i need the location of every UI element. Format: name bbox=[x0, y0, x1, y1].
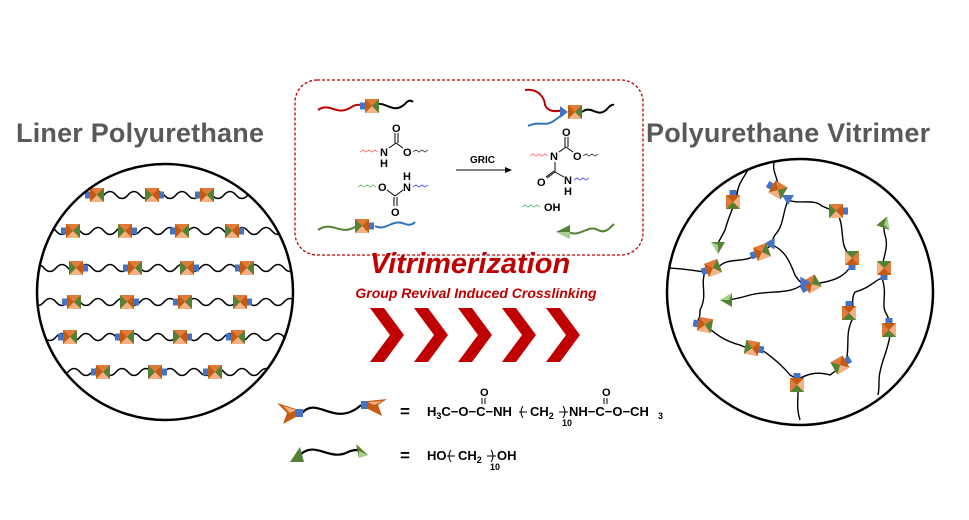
atom-h: H bbox=[380, 158, 388, 170]
subscript-2: 2 bbox=[549, 411, 554, 421]
urethane-unit bbox=[58, 330, 77, 344]
network-nodes bbox=[691, 177, 896, 392]
equals-sign-2: = bbox=[400, 446, 410, 465]
urethane-unit bbox=[180, 261, 199, 275]
vitrimer-network-circle bbox=[665, 157, 935, 427]
urethane-unit bbox=[69, 261, 88, 275]
chevron-3 bbox=[458, 308, 492, 362]
polymer-chain bbox=[37, 190, 293, 200]
urethane-unit bbox=[233, 295, 252, 309]
reactant-chain-top bbox=[317, 99, 414, 113]
subscript-2: 2 bbox=[477, 455, 482, 465]
atom-o-carbonyl: O bbox=[391, 207, 400, 219]
urethane-unit bbox=[62, 295, 81, 309]
urethane-unit bbox=[148, 365, 167, 379]
urethane-unit bbox=[118, 224, 137, 238]
svg-text:CH2: CH2 bbox=[530, 404, 554, 421]
urethane-unit bbox=[145, 188, 164, 202]
subscript-3b: 3 bbox=[658, 411, 663, 421]
polymer-chain bbox=[37, 263, 293, 273]
formula-h: H bbox=[427, 404, 436, 419]
atom-o-ester: O bbox=[403, 147, 412, 159]
reaction-box: N H O O O O N H GRIC bbox=[294, 79, 644, 256]
atom-n: N bbox=[550, 151, 558, 163]
subscript-3: 3 bbox=[436, 411, 441, 421]
gric-subtitle: Group Revival Induced Crosslinking bbox=[355, 285, 597, 301]
urethane-unit bbox=[91, 365, 110, 379]
product-chain-green bbox=[556, 223, 615, 239]
allophanate-structure: N O O O N H bbox=[529, 127, 599, 198]
urethane-unit bbox=[173, 330, 192, 344]
equals-sign-1: = bbox=[400, 402, 410, 421]
atom-o-carbonyl: O bbox=[537, 177, 546, 189]
chevron-1 bbox=[370, 308, 404, 362]
atom-o-ester: O bbox=[378, 182, 387, 194]
urethane-unit bbox=[120, 295, 139, 309]
atom-n: N bbox=[380, 147, 388, 159]
atom-n: N bbox=[403, 182, 411, 194]
carbamate-structure-1: N H O O bbox=[359, 123, 429, 170]
atom-o-ester: O bbox=[573, 151, 582, 163]
urethane-unit bbox=[203, 365, 222, 379]
vitrimerization-title: Vitrimerization bbox=[370, 248, 570, 280]
repeat-n-1: 10 bbox=[562, 418, 572, 428]
polyurethane-vitrimer-title: Polyurethane Vitrimer bbox=[646, 118, 931, 148]
linear-polyurethane-circle bbox=[35, 162, 295, 422]
urethane-unit bbox=[170, 224, 189, 238]
chevron-4 bbox=[502, 308, 536, 362]
dicarbamate-formula: H3C−O−C−NH O CH2 10 NH−C−O−CH O 3 bbox=[427, 387, 663, 428]
formula-right: NH−C−O−CH bbox=[569, 404, 649, 419]
carbamate-structure-2: O O N H bbox=[357, 171, 429, 219]
legend: = H3C−O−C−NH O CH2 10 NH−C−O−CH O 3 = bbox=[277, 387, 663, 472]
linear-polyurethane-title: Liner Polyurethane bbox=[16, 118, 265, 148]
urethane-unit bbox=[225, 224, 244, 238]
chevron-2 bbox=[414, 308, 448, 362]
hydroxyl-byproduct: OH bbox=[521, 202, 561, 214]
atom-o-top: O bbox=[562, 127, 571, 139]
diol-formula: HO CH2 10 OH bbox=[427, 448, 517, 472]
atom-n: N bbox=[564, 175, 572, 187]
atom-h: H bbox=[564, 186, 572, 198]
dicarbamate-chain-icon bbox=[277, 399, 387, 424]
svg-text:CH2: CH2 bbox=[458, 448, 482, 465]
repeat-n-2: 10 bbox=[490, 462, 500, 472]
svg-text:H3C−O−C−NH: H3C−O−C−NH bbox=[427, 404, 512, 421]
urethane-unit bbox=[123, 261, 142, 275]
oh-label: OH bbox=[544, 202, 561, 214]
formula-ho: HO bbox=[427, 448, 447, 463]
product-chain-top bbox=[524, 88, 615, 127]
chevron-arrows bbox=[370, 308, 580, 362]
atom-h: H bbox=[403, 171, 411, 183]
carbonyl-o-1: O bbox=[480, 387, 489, 399]
formula-ch: CH bbox=[458, 448, 477, 463]
urethane-unit bbox=[61, 224, 80, 238]
linear-chains bbox=[37, 188, 293, 379]
carbonyl-o-2: O bbox=[602, 387, 611, 399]
urethane-unit bbox=[173, 295, 192, 309]
urethane-unit bbox=[235, 261, 254, 275]
formula-ch: CH bbox=[530, 404, 549, 419]
formula-oh: OH bbox=[497, 448, 517, 463]
urethane-unit bbox=[226, 330, 245, 344]
network-chains bbox=[667, 159, 891, 421]
gric-label: GRIC bbox=[470, 155, 495, 166]
formula-mid: C−O−C−NH bbox=[441, 404, 511, 419]
chevron-5 bbox=[546, 308, 580, 362]
urethane-unit bbox=[115, 330, 134, 344]
reactant-chain-bottom bbox=[317, 219, 416, 233]
diol-chain-icon bbox=[290, 444, 368, 462]
urethane-unit bbox=[195, 188, 214, 202]
reaction-arrow: GRIC bbox=[456, 155, 512, 173]
atom-o-carbonyl: O bbox=[392, 123, 401, 135]
